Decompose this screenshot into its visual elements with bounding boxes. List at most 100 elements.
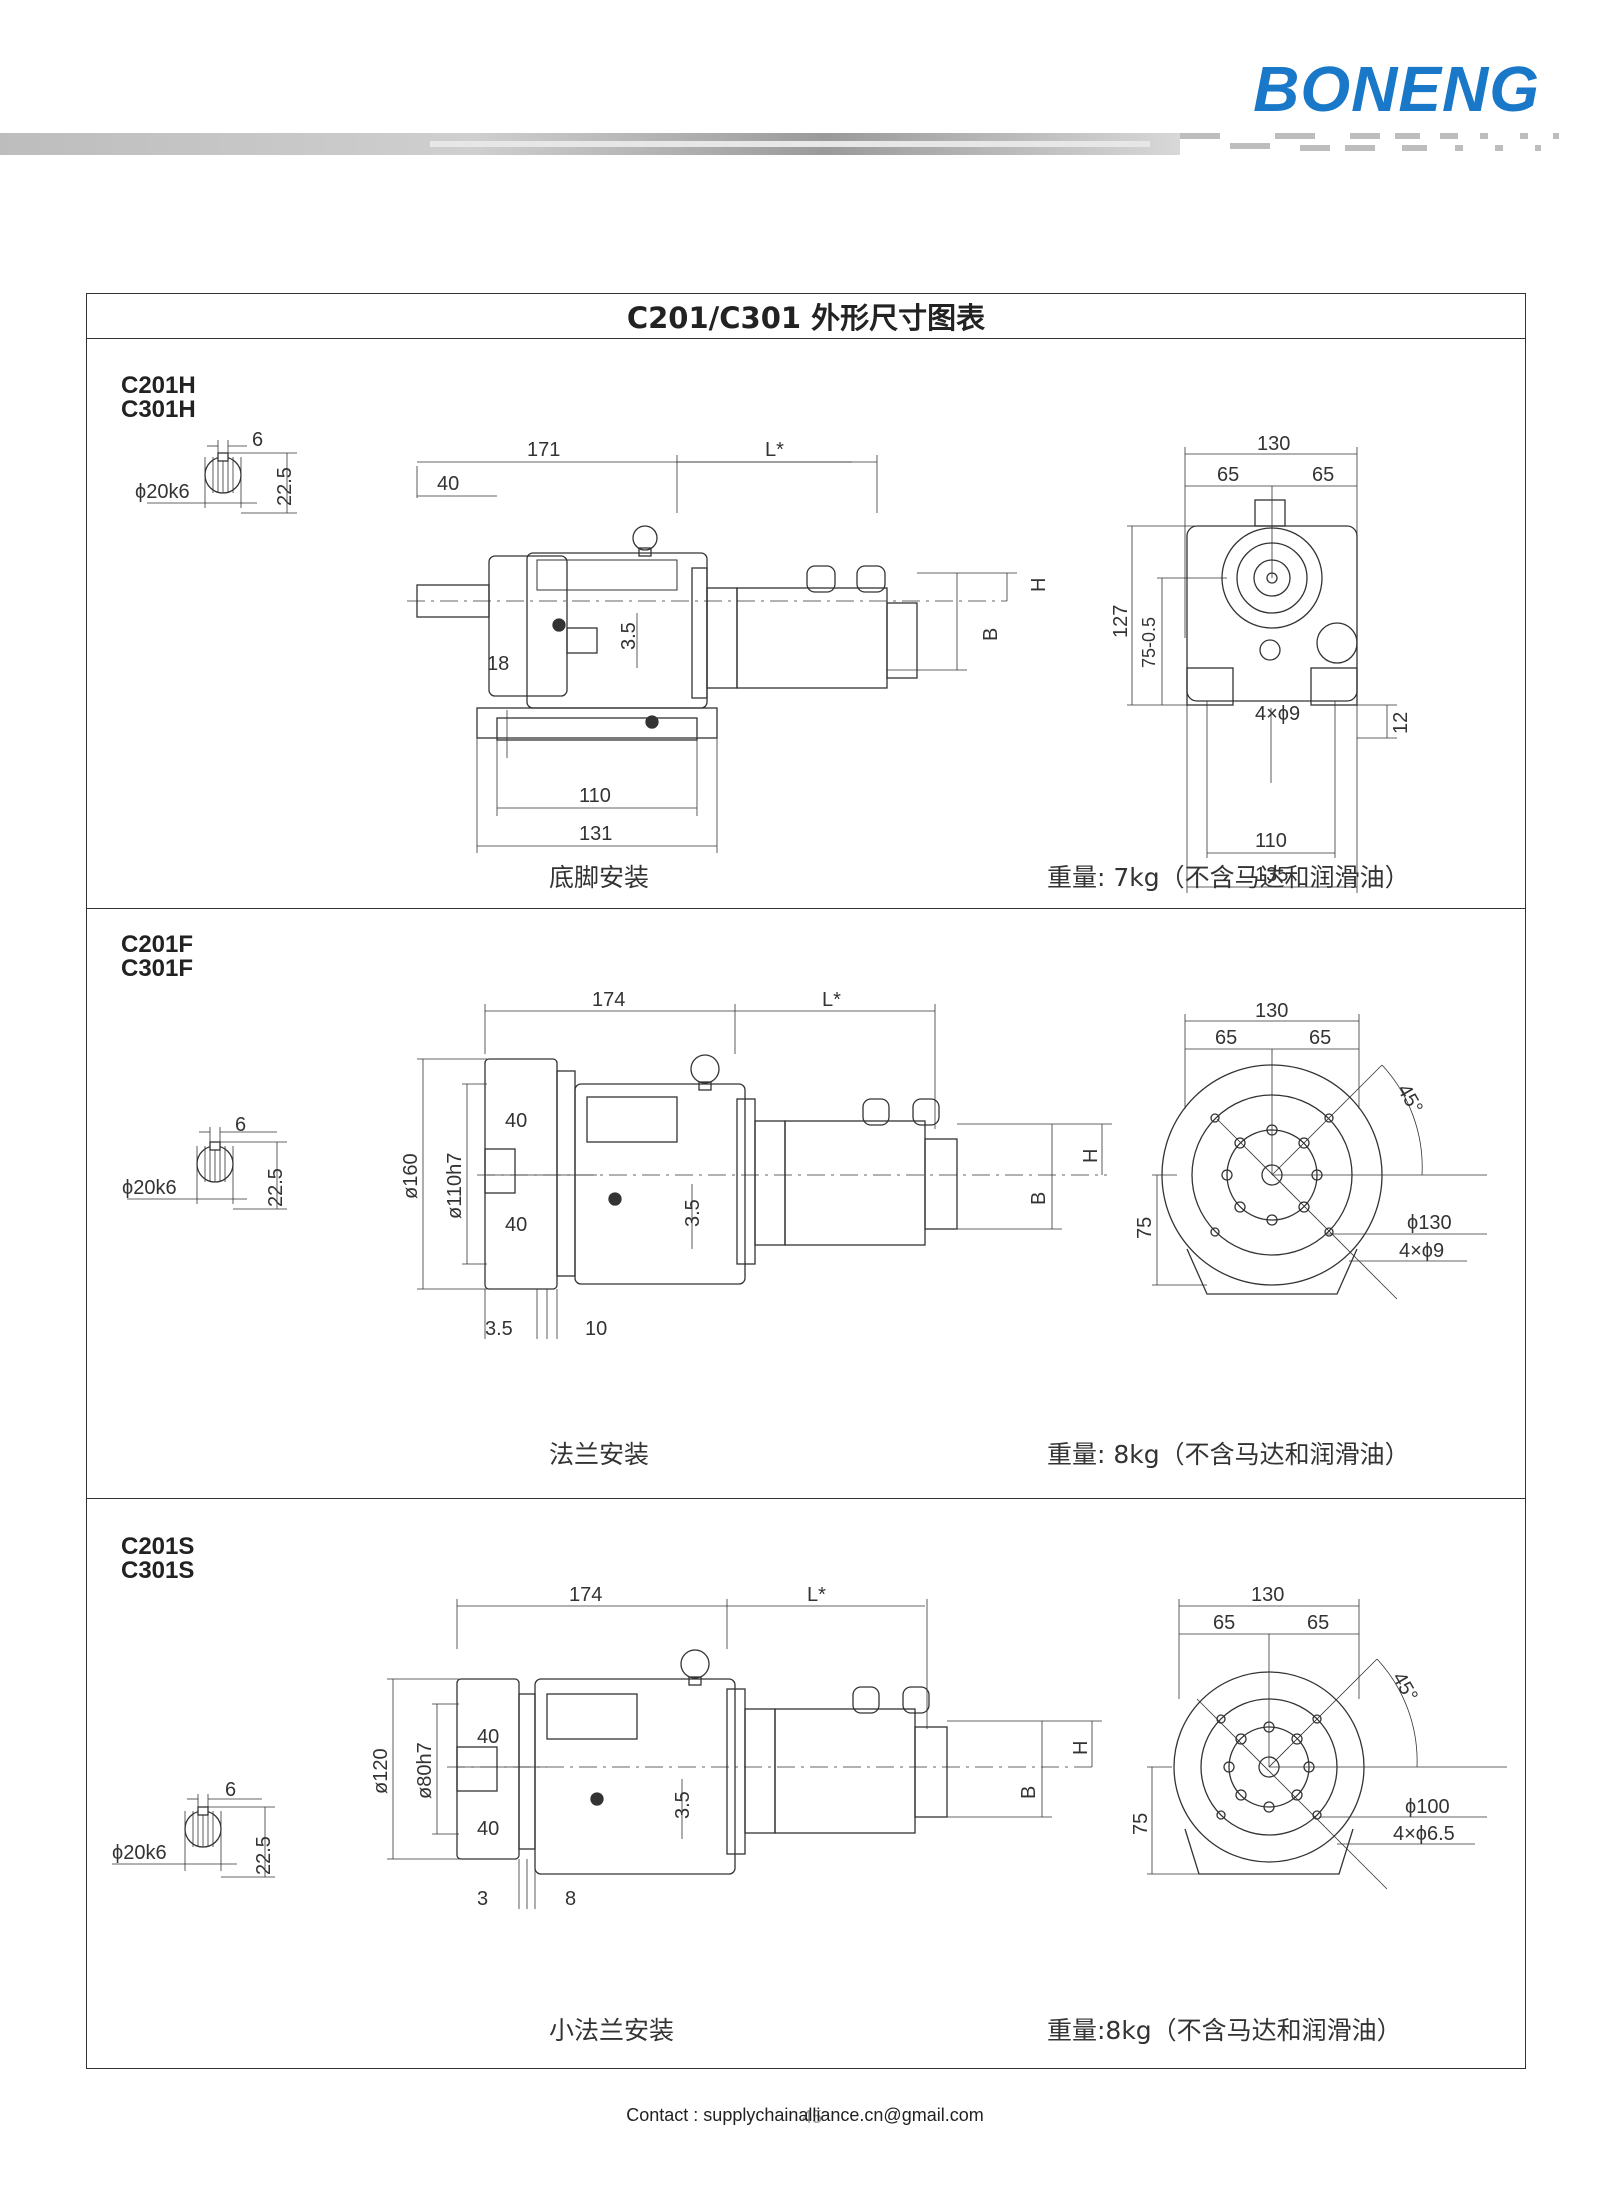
- table-title: C201/C301 外形尺寸图表: [626, 301, 986, 335]
- dim-h: H: [1080, 1149, 1102, 1163]
- adapter: [726, 1688, 746, 1855]
- brand-logo: BONENG: [1253, 53, 1540, 125]
- motor-body: [784, 1120, 926, 1246]
- adapter: [736, 1098, 756, 1265]
- model-code: C201F: [121, 931, 194, 958]
- weight-caption: 重量: 7kg（不含马达和润滑油）: [1047, 863, 1410, 892]
- dim-base-outer: 131: [579, 823, 612, 845]
- dim-motor-length: L*: [822, 989, 841, 1011]
- dim-front-holes: 4×ϕ9: [1255, 703, 1300, 725]
- dim-shaft-top: 40: [477, 1726, 499, 1748]
- dim-pcd: ϕ100: [1405, 1796, 1450, 1818]
- lifting-eye: [690, 1054, 720, 1084]
- front-housing-base: [1186, 1248, 1358, 1295]
- model-code: C301S: [121, 1557, 195, 1584]
- gear-housing: [526, 552, 708, 709]
- dim-flange-dia: ø120: [370, 1748, 392, 1794]
- dim-angle: 45°: [1388, 1669, 1422, 1706]
- dim-offset: 3.5: [672, 1791, 694, 1819]
- dim-flange-dia: ø160: [400, 1153, 422, 1199]
- dim-front-half-left: 65: [1213, 1612, 1235, 1634]
- dim-angle: 45°: [1393, 1081, 1427, 1118]
- dim-flange-thickness: 3: [477, 1888, 488, 1910]
- dim-shaft-length: 40: [437, 473, 459, 495]
- dim-base-inner: 110: [579, 785, 611, 807]
- gear-housing: [574, 1083, 746, 1285]
- dim-offset: 3.5: [618, 622, 640, 650]
- table-title-row: C201/C301 外形尺寸图表: [87, 294, 1525, 339]
- dim-front-half-right: 65: [1309, 1027, 1331, 1049]
- front-housing-base: [1184, 1828, 1354, 1875]
- dim-shaft-dia: ϕ20k6: [112, 1842, 167, 1864]
- dim-front-base-outer: 135: [1255, 864, 1288, 886]
- dim-front-holes: 4×ϕ6.5: [1393, 1823, 1455, 1845]
- output-shaft: [456, 1746, 498, 1792]
- dim-flange-thickness: 3.5: [485, 1318, 513, 1340]
- dim-total-length: 174: [569, 1584, 602, 1606]
- dim-shaft-top: 40: [505, 1110, 527, 1132]
- dim-flange-width: 10: [585, 1318, 607, 1340]
- dim-b: B: [1018, 1786, 1040, 1799]
- dim-h: H: [1070, 1741, 1092, 1755]
- dim-front-width: 130: [1255, 1000, 1288, 1022]
- flange-plate: [484, 1058, 558, 1290]
- small-flange-mount-drawing: 6 ϕ20k6 22.5 174 L* ø120 ø80h7 40 40 3.5…: [112, 1584, 1507, 1910]
- base-plate: [476, 707, 718, 739]
- mount-caption: 法兰安装: [549, 1440, 650, 1469]
- model-code: C201H: [121, 372, 196, 399]
- dim-front-holes: 4×ϕ9: [1399, 1240, 1444, 1262]
- dim-pcd: ϕ130: [1407, 1212, 1452, 1234]
- dim-front-half-right: 65: [1307, 1612, 1329, 1634]
- adapter: [691, 567, 708, 699]
- section-flange-mount: C201F C301F: [87, 908, 1525, 1498]
- lifting-eye: [680, 1649, 710, 1679]
- dim-front-base-inner: 110: [1255, 830, 1287, 852]
- dim-front-width: 130: [1251, 1584, 1284, 1606]
- dim-shaft-bottom: 40: [505, 1214, 527, 1236]
- header-stripe-highlight: [430, 141, 1150, 147]
- dim-b: B: [1028, 1192, 1050, 1205]
- section-small-flange-mount: C201S C301S: [87, 1498, 1525, 2070]
- dim-offset: 3.5: [682, 1199, 704, 1227]
- dim-key-width: 6: [252, 429, 263, 451]
- dim-foot: 18: [487, 653, 509, 675]
- model-code: C301H: [121, 396, 196, 423]
- dim-front-axis: 75: [1134, 1217, 1156, 1239]
- dim-motor-length: L*: [765, 439, 784, 461]
- dim-total-length: 171: [527, 439, 560, 461]
- dim-flange-width: 8: [565, 1888, 576, 1910]
- contact-footer: Contact : supplychainalliance.cn@gmail.c…: [626, 2105, 984, 2125]
- dim-motor-length: L*: [807, 1584, 826, 1606]
- mount-caption: 底脚安装: [549, 863, 650, 892]
- page-number: 45: [802, 2107, 823, 2127]
- dim-shaft-height: 22.5: [265, 1168, 287, 1207]
- dim-shaft-bottom: 40: [477, 1818, 499, 1840]
- dim-pilot-dia: ø80h7: [414, 1742, 436, 1799]
- dim-key-width: 6: [235, 1114, 246, 1136]
- dimension-table: C201/C301 外形尺寸图表 C201H C301H: [86, 293, 1526, 2069]
- dim-shaft-height: 22.5: [253, 1836, 275, 1875]
- dim-total-length: 174: [592, 989, 625, 1011]
- dim-front-half-right: 65: [1312, 464, 1334, 486]
- dim-front-axis: 75-0.5: [1139, 617, 1159, 668]
- model-code: C301F: [121, 955, 194, 982]
- dim-front-half-left: 65: [1215, 1027, 1237, 1049]
- weight-caption: 重量:8kg（不含马达和润滑油）: [1047, 2016, 1402, 2045]
- motor-body: [736, 587, 888, 689]
- model-code: C201S: [121, 1533, 195, 1560]
- dim-shaft-dia: ϕ20k6: [122, 1177, 177, 1199]
- dim-h: H: [1028, 578, 1050, 592]
- dim-front-half-left: 65: [1217, 464, 1239, 486]
- dim-shaft-dia: ϕ20k6: [135, 481, 190, 503]
- dim-front-height: 127: [1110, 605, 1132, 638]
- output-shaft: [484, 1148, 516, 1194]
- gear-housing: [534, 1678, 736, 1875]
- header-dashes: [1180, 133, 1560, 159]
- weight-caption: 重量: 8kg（不含马达和润滑油）: [1047, 1440, 1410, 1469]
- lifting-eye: [632, 525, 658, 551]
- dim-front-foot-h: 12: [1390, 712, 1412, 734]
- dim-pilot-dia: ø110h7: [444, 1153, 466, 1219]
- front-plug: [1316, 622, 1358, 664]
- flange-mount-drawing: 6 ϕ20k6 22.5 174 L* ø160 ø110h7 40 40 3.…: [122, 989, 1487, 1340]
- dim-shaft-height: 22.5: [274, 467, 296, 506]
